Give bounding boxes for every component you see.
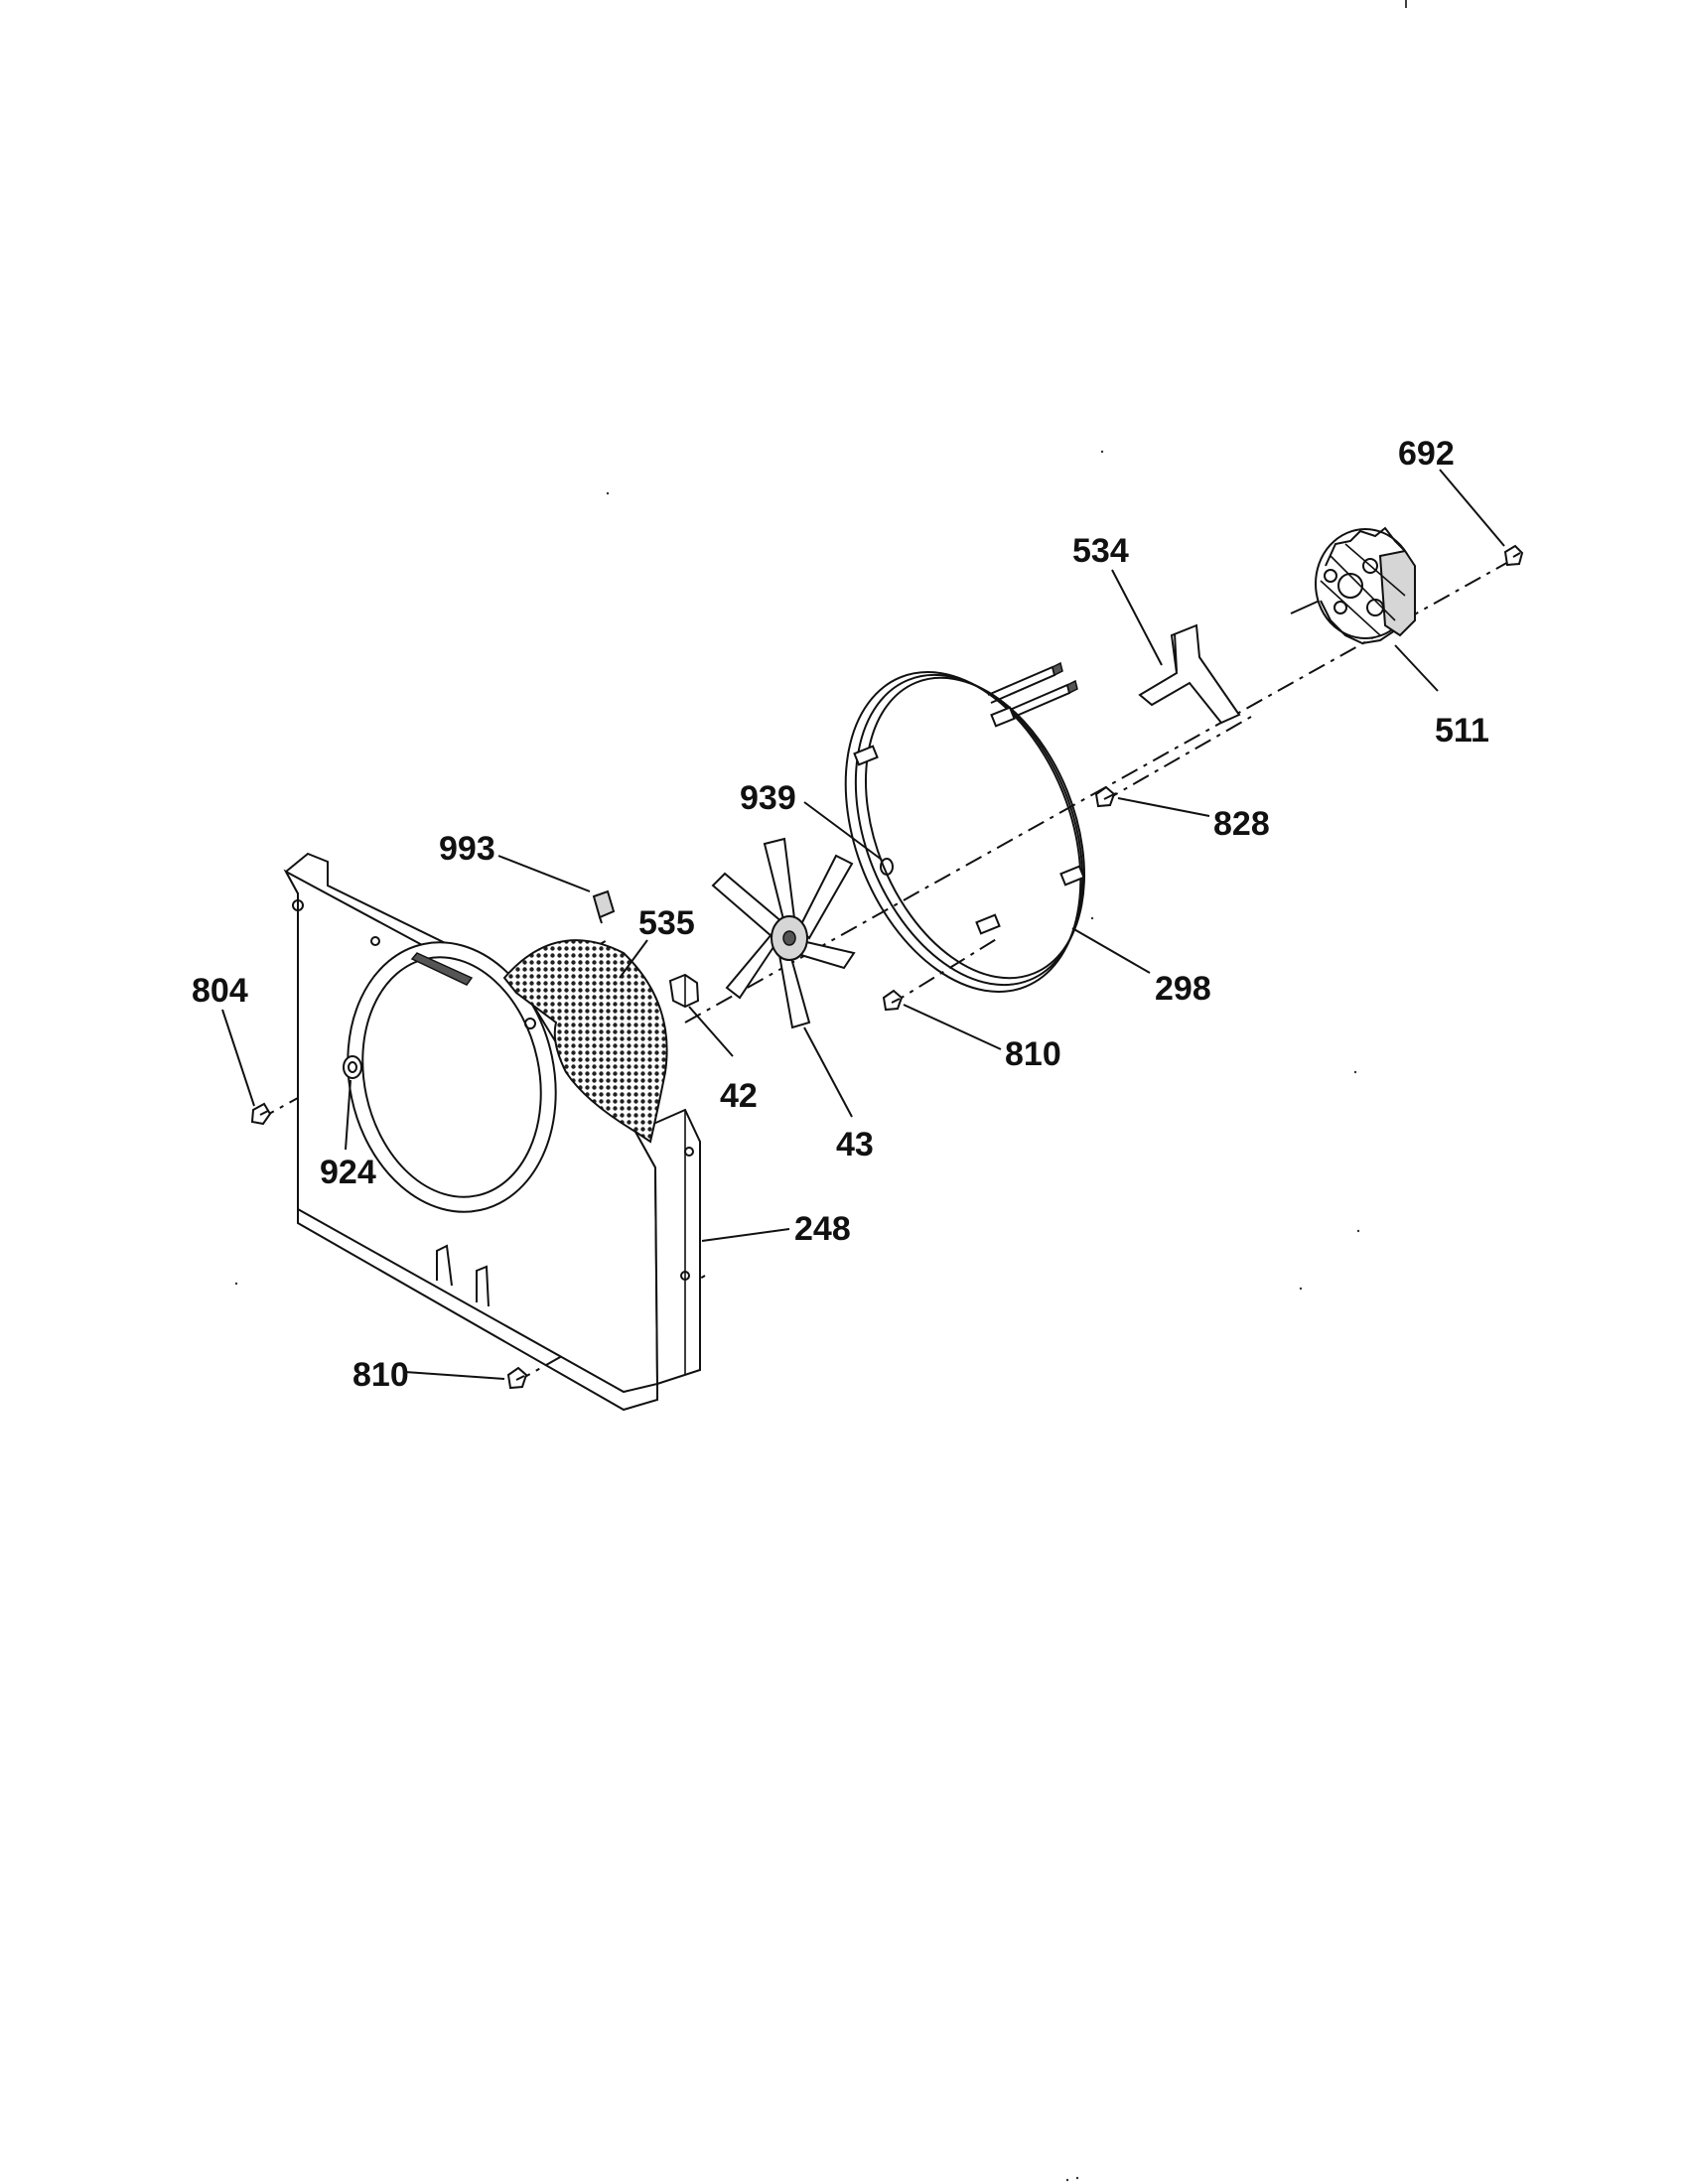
leader-248 — [701, 1228, 790, 1242]
screw-692 — [1503, 544, 1524, 567]
washer-924 — [343, 1055, 362, 1079]
scan-speck — [1090, 916, 1094, 920]
leader-42 — [688, 1006, 734, 1057]
scan-speck — [1353, 1070, 1357, 1074]
label-248: 248 — [794, 1210, 851, 1248]
label-993: 993 — [439, 830, 495, 868]
bracket-534 — [1138, 623, 1241, 725]
scan-speck — [234, 1282, 238, 1286]
screw-828 — [1094, 785, 1117, 808]
leader-43 — [803, 1026, 853, 1118]
leader-534 — [1111, 569, 1163, 666]
scan-speck — [1065, 2178, 1069, 2182]
label-298: 298 — [1155, 970, 1211, 1008]
label-939: 939 — [740, 779, 796, 817]
label-810-upper: 810 — [1005, 1035, 1061, 1073]
label-810-lower: 810 — [352, 1356, 409, 1394]
label-828: 828 — [1213, 805, 1270, 843]
leader-804 — [221, 1009, 255, 1107]
label-43: 43 — [836, 1126, 874, 1163]
leader-924 — [345, 1079, 351, 1151]
motor-511 — [1290, 526, 1416, 645]
screw-804 — [250, 1102, 272, 1126]
label-692: 692 — [1398, 435, 1455, 473]
screw-axis-828 — [1101, 716, 1252, 803]
clip-993 — [592, 889, 616, 924]
leader-298 — [1071, 927, 1151, 974]
leader-692 — [1439, 469, 1505, 547]
scan-speck — [1356, 1229, 1360, 1233]
label-924: 924 — [320, 1154, 376, 1191]
screw-axis-810-upper — [888, 937, 999, 1007]
leader-828 — [1117, 797, 1210, 817]
leader-993 — [497, 855, 591, 892]
leader-810-lower — [404, 1371, 505, 1380]
label-535: 535 — [638, 904, 695, 942]
label-42: 42 — [720, 1077, 758, 1115]
scan-speck — [606, 491, 610, 495]
scan-speck — [1075, 2176, 1079, 2180]
scan-speck — [1100, 450, 1104, 454]
leader-939 — [803, 801, 883, 861]
screw-810-upper — [882, 989, 904, 1012]
nut-42 — [668, 973, 700, 1009]
screw-810-lower — [506, 1366, 528, 1390]
label-534: 534 — [1072, 532, 1129, 570]
scan-speck — [1299, 1287, 1303, 1291]
fan-shroud-248 — [283, 852, 701, 1412]
leader-535 — [619, 939, 648, 979]
mesh-screen-535 — [502, 939, 668, 1144]
fan-blade-43 — [711, 837, 856, 1029]
heating-element-298 — [844, 661, 1085, 993]
label-511: 511 — [1435, 712, 1489, 750]
label-804: 804 — [192, 972, 248, 1010]
leader-810-upper — [903, 1004, 1002, 1050]
leader-511 — [1394, 644, 1439, 692]
